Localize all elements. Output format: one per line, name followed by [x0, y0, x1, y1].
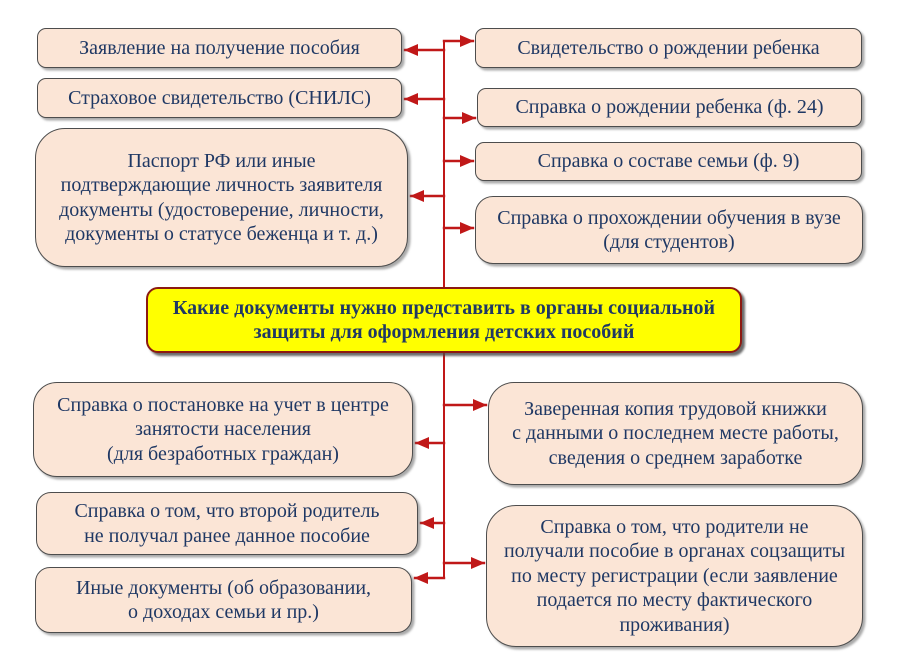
box-birth-reference-f24: Справка о рождении ребенка (ф. 24)	[477, 88, 862, 127]
center-title-box: Какие документы нужно представить в орга…	[146, 287, 742, 353]
box-university-enrollment-reference: Справка о прохождении обучения в вузе (д…	[475, 196, 863, 264]
box-second-parent-not-received: Справка о том, что второй родитель не по…	[36, 492, 418, 555]
box-other-documents: Иные документы (об образовании, о дохода…	[35, 567, 412, 633]
box-application-for-benefit: Заявление на получение пособия	[37, 28, 402, 68]
box-certified-work-record-copy: Заверенная копия трудовой книжки с данны…	[488, 382, 863, 485]
box-family-composition-f9: Справка о составе семьи (ф. 9)	[475, 142, 862, 181]
box-parents-not-received-socsecurity: Справка о том, что родители не получали …	[486, 505, 863, 647]
box-passport-or-identity-documents: Паспорт РФ или иные подтверждающие лично…	[35, 128, 408, 267]
box-snils-insurance-certificate: Страховое свидетельство (СНИЛС)	[37, 78, 402, 118]
box-employment-center-registration: Справка о постановке на учет в центре за…	[33, 382, 413, 477]
box-child-birth-certificate: Свидетельство о рождении ребенка	[475, 28, 862, 68]
